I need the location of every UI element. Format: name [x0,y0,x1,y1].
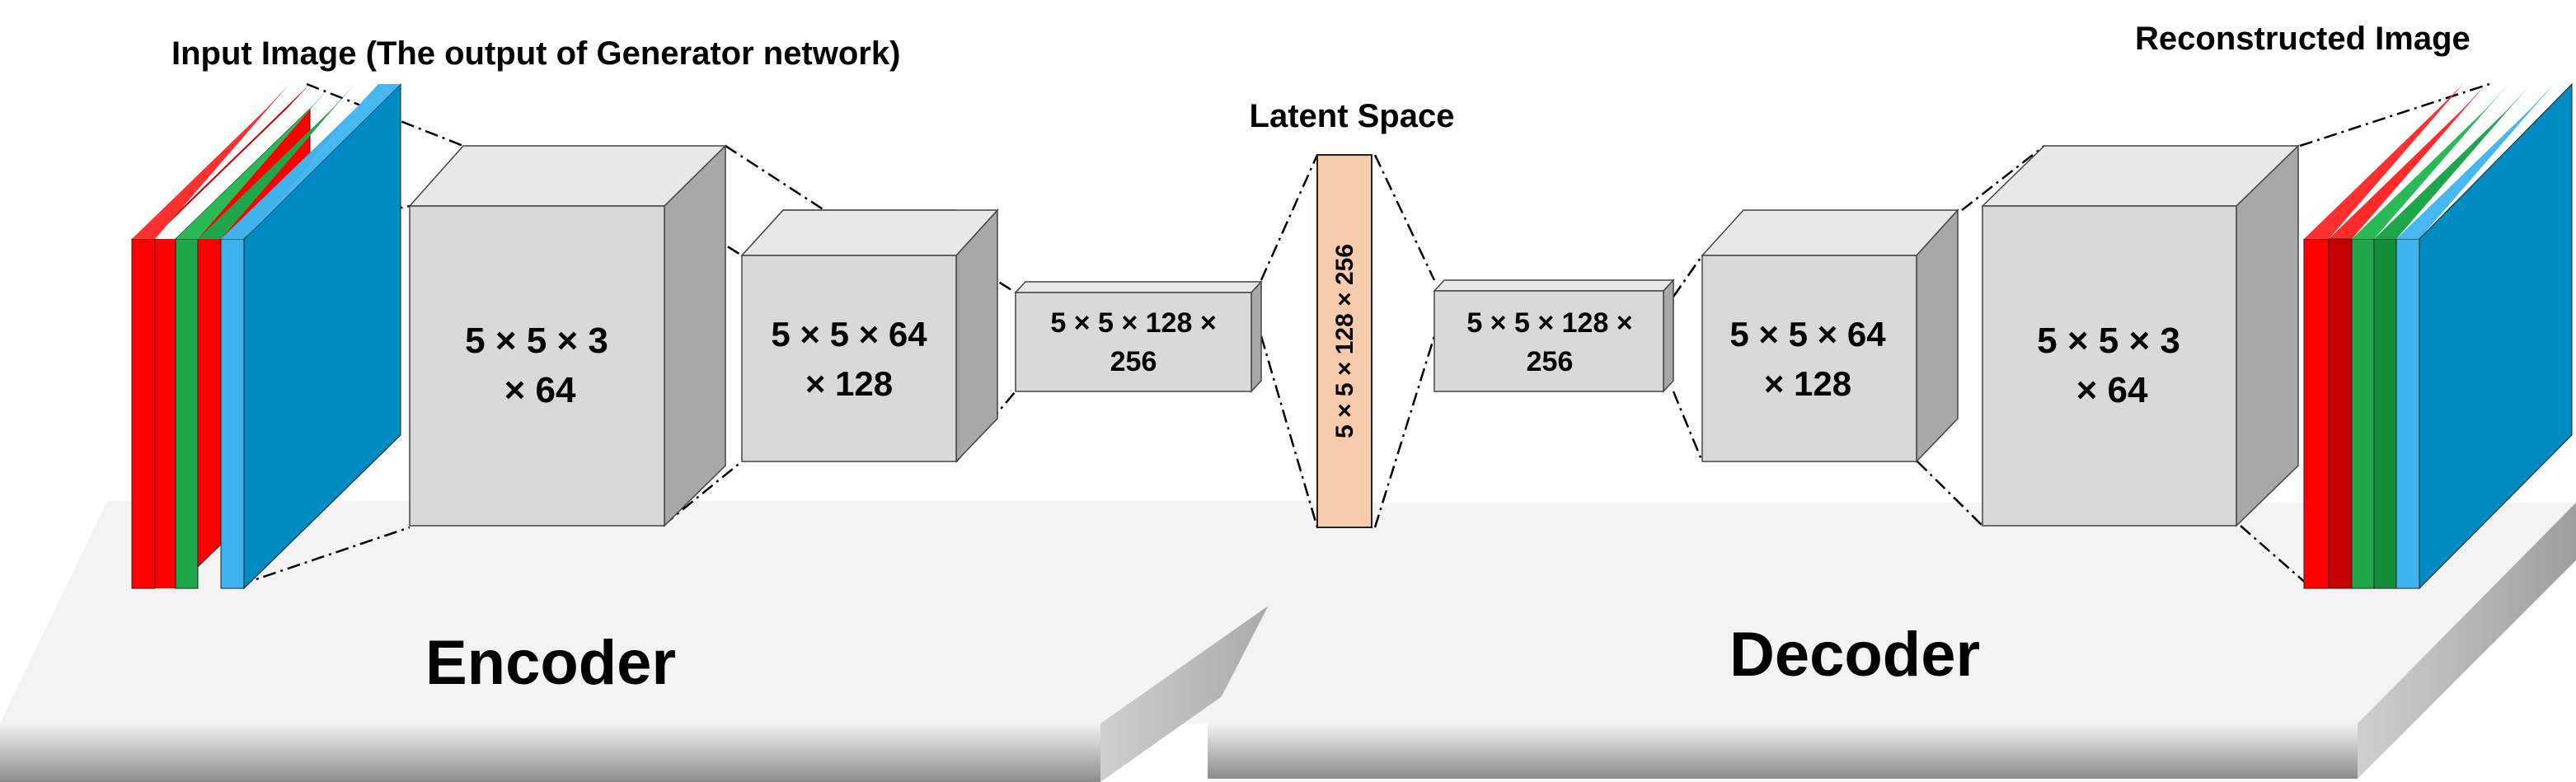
decoder-block-2-line1: 5 × 5 × 64 [1729,315,1886,354]
latent-space-bar: 5 × 5 × 128 × 256 [1316,154,1372,528]
input-layer-blue [220,82,401,590]
decoder-block-1-line1: 5 × 5 × 128 × [1466,307,1632,339]
decoder-block-1-line2: 256 [1527,346,1574,377]
output-image-stack [2303,82,2573,590]
input-image-stack [131,82,401,590]
encoder-block-2-line2: × 128 [805,364,893,403]
decoder-block-3: 5 × 5 × 3 × 64 [1981,144,2300,527]
decoder-platform [1208,503,2576,779]
encoder-block-3: 5 × 5 × 128 × 256 [1014,280,1263,393]
encoder-block-1: 5 × 5 × 3 × 64 [408,144,727,527]
encoder-block-1-line2: × 64 [504,370,576,410]
latent-space-dimensions: 5 × 5 × 128 × 256 [1331,244,1358,438]
encoder-block-3-line1: 5 × 5 × 128 × [1050,307,1216,339]
decoder-block-3-line1: 5 × 5 × 3 [2037,321,2180,361]
latent-space-title: Latent Space [1250,98,1455,134]
encoder-block-1-line1: 5 × 5 × 3 [465,321,608,361]
input-image-title: Input Image (The output of Generator net… [171,35,900,72]
decoder-block-1: 5 × 5 × 128 × 256 [1433,279,1675,393]
encoder-block-2-line1: 5 × 5 × 64 [771,315,927,354]
encoder-label: Encoder [425,628,676,698]
decoder-block-3-line2: × 64 [2076,370,2148,410]
encoder-block-3-line2: 256 [1110,346,1157,377]
decoder-label: Decoder [1729,620,1980,690]
output-layer-red [2303,84,2486,589]
output-layer-green [2351,84,2531,589]
reconstructed-image-title: Reconstructed Image [2135,21,2470,57]
decoder-block-2: 5 × 5 × 64 × 128 [1701,208,1959,463]
output-layer-blue [2395,82,2573,590]
decoder-block-2-line2: × 128 [1764,364,1851,403]
input-layer-green [175,84,354,589]
encoder-block-2: 5 × 5 × 64 × 128 [740,208,999,463]
